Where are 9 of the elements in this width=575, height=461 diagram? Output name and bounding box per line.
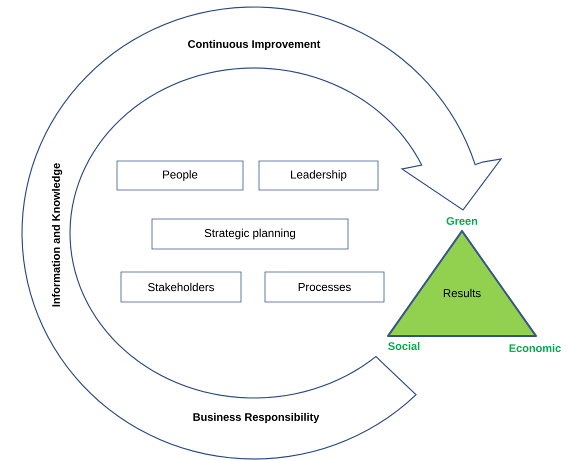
vertex-label: Economic [510, 344, 561, 352]
triangle: Results [387, 230, 537, 337]
text-box: Leadership [258, 160, 378, 190]
text-box: Processes [264, 272, 384, 302]
text-box: Stakeholders [120, 272, 242, 302]
vertex-label: Social [388, 342, 420, 350]
vertex-label: Green [446, 217, 478, 225]
text-box: Strategic planning [152, 218, 348, 250]
text-box: People [116, 160, 244, 190]
